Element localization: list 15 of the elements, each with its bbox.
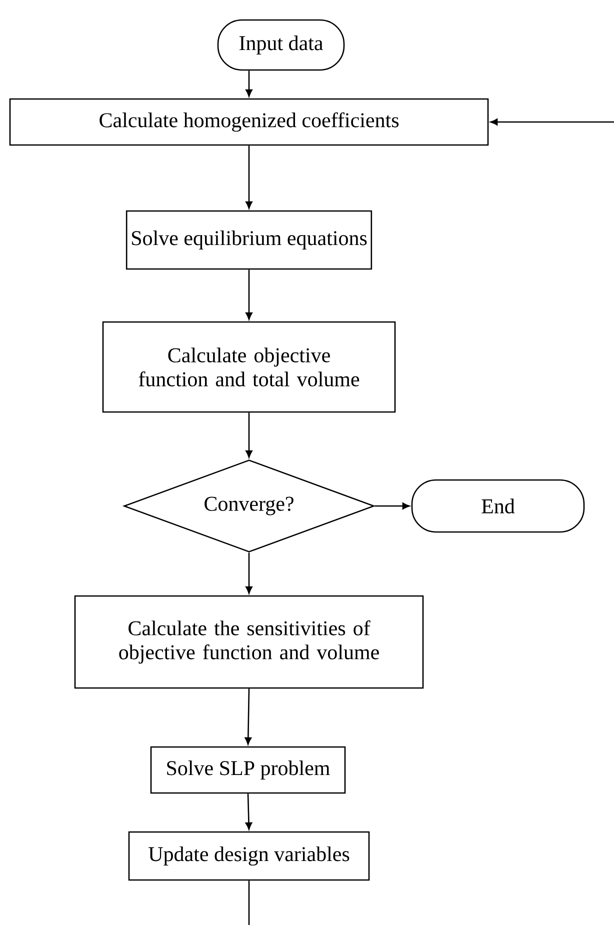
process-box: Calculate objective function and total volume xyxy=(102,321,396,413)
process-box: Solve equilibrium equations xyxy=(126,210,372,270)
arrow xyxy=(246,70,252,97)
arrow xyxy=(490,118,614,126)
process-box: Calculate the sensitivities of objective function and volume xyxy=(74,595,424,689)
process-box: Solve SLP problem xyxy=(150,746,346,794)
arrow xyxy=(246,146,252,209)
arrow xyxy=(246,270,252,320)
process-box: Update design variables xyxy=(128,831,370,881)
process-box: Calculate homogenized coefficients xyxy=(9,98,489,146)
arrow xyxy=(246,552,252,594)
arrow xyxy=(246,412,252,458)
arrow xyxy=(244,688,252,745)
arrow xyxy=(374,502,410,510)
arrow xyxy=(245,794,252,830)
